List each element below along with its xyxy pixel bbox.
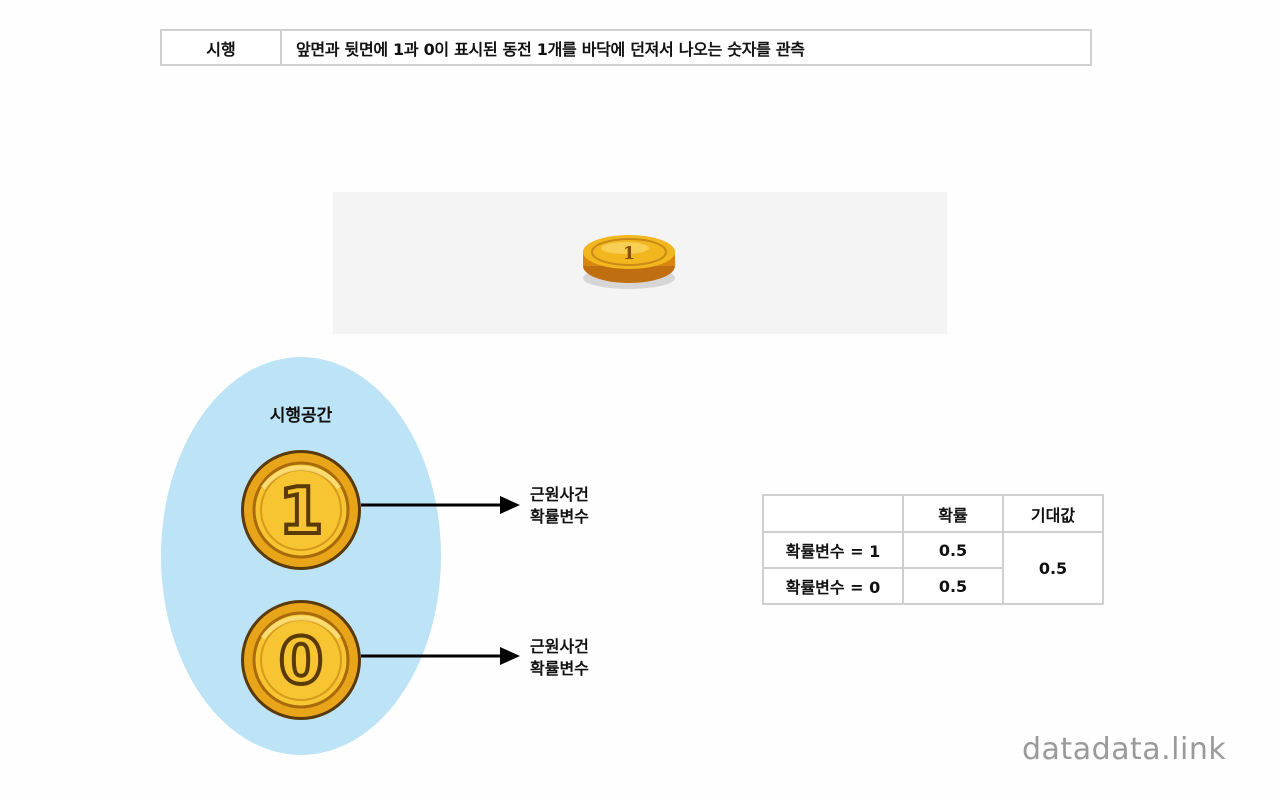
random-variable-label: 확률변수 <box>530 507 589 526</box>
random-variable-label: 확률변수 <box>530 659 589 678</box>
header-cell-expected-value: 기대값 <box>1002 494 1104 533</box>
row-label: 확률변수 = 0 <box>762 567 904 605</box>
sample-space-title: 시행공간 <box>269 406 333 426</box>
event-label-zero: 근원사건 확률변수 <box>530 636 589 680</box>
row-probability: 0.5 <box>902 531 1004 569</box>
arrow-coin-one <box>361 496 520 514</box>
coin-toss-stage: 1 <box>333 192 947 334</box>
row-probability: 0.5 <box>902 567 1004 605</box>
elementary-event-label: 근원사건 <box>530 485 589 504</box>
tossed-coin-face: 1 <box>623 243 636 264</box>
probability-table: 확률 기대값 확률변수 = 1 0.5 0.5 확률변수 = 0 0.5 <box>762 494 1104 605</box>
table-row: 확률변수 = 0 0.5 <box>762 567 1103 605</box>
table-header-row: 확률 기대값 <box>762 494 1104 533</box>
coin-one-face: 1 <box>279 475 324 549</box>
table-row: 확률변수 = 1 0.5 0.5 <box>762 531 1104 605</box>
definition-table: 시행 앞면과 뒷면에 1과 0이 표시된 동전 1개를 바닥에 던져서 나오는 … <box>160 29 1092 66</box>
row-label: 확률변수 = 1 <box>762 531 904 569</box>
watermark: datadata.link <box>1022 732 1227 767</box>
elementary-event-label: 근원사건 <box>530 637 589 656</box>
arrow-coin-zero <box>361 647 520 665</box>
coin-zero-icon: 0 <box>241 600 361 720</box>
expected-value-cell: 0.5 <box>1002 531 1104 605</box>
header-cell-empty <box>762 494 904 533</box>
coin-zero-face: 0 <box>279 625 324 699</box>
definition-description: 앞면과 뒷면에 1과 0이 표시된 동전 1개를 바닥에 던져서 나오는 숫자를… <box>296 39 805 59</box>
coin-one-icon: 1 <box>241 450 361 570</box>
event-label-one: 근원사건 확률변수 <box>530 484 589 528</box>
definition-term: 시행 <box>162 31 282 64</box>
header-cell-probability: 확률 <box>902 494 1004 533</box>
tossed-coin-icon: 1 <box>583 235 675 289</box>
